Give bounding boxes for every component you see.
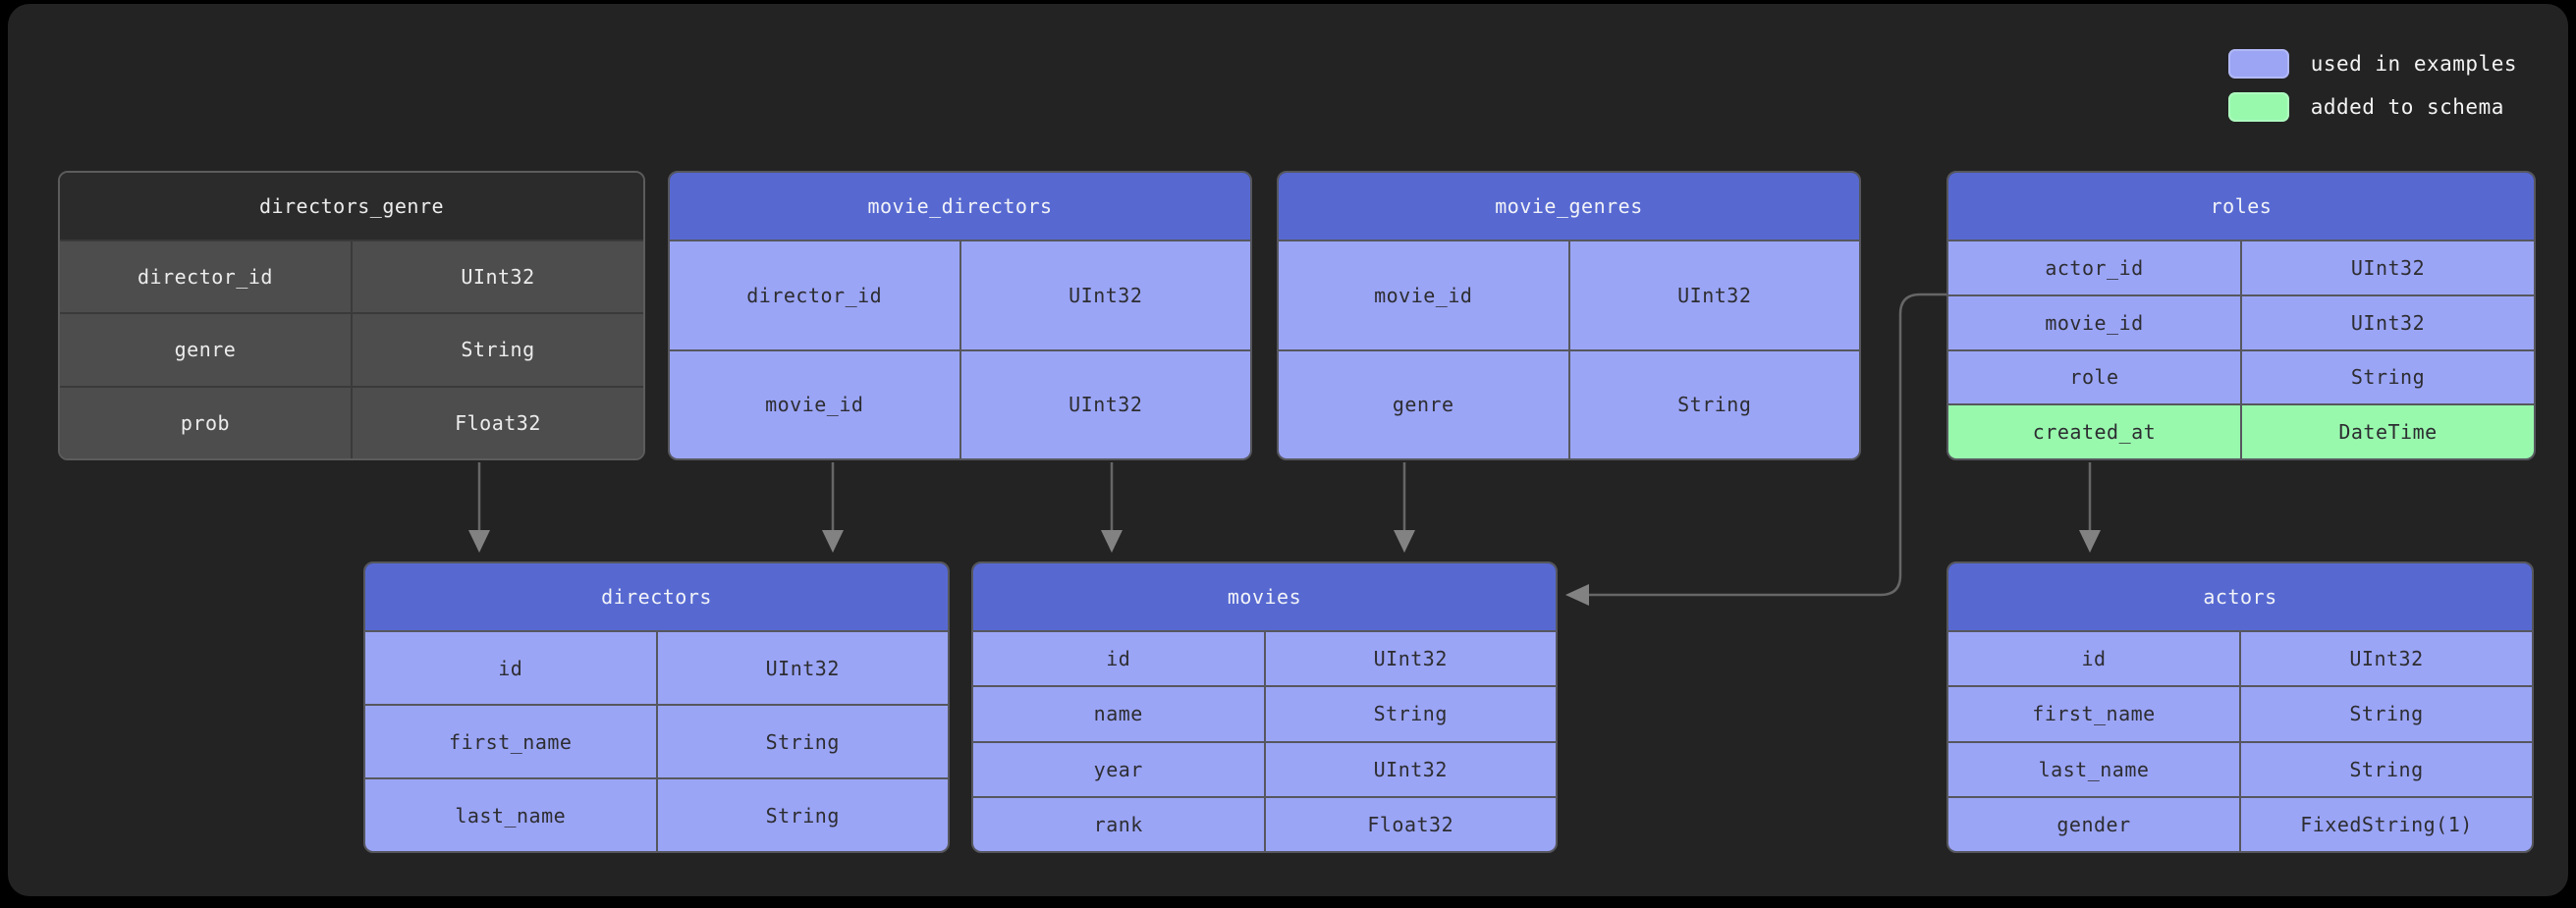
- column-row-director_id: director_id UInt32: [60, 240, 643, 313]
- column-name: id: [973, 632, 1266, 686]
- column-name: movie_id: [1279, 241, 1570, 349]
- column-name: year: [973, 742, 1266, 796]
- table-title-movies: movies: [973, 563, 1556, 630]
- column-type: UInt32: [2350, 255, 2426, 280]
- column-name: rank: [973, 797, 1266, 851]
- column-name: role: [1948, 350, 2242, 404]
- arrow-movie_genres-to-movies: [1394, 462, 1415, 553]
- column-type: UInt32: [1677, 283, 1752, 307]
- legend-label: used in examples: [2310, 52, 2517, 76]
- column-type: UInt32: [2349, 647, 2424, 671]
- column-type: String: [765, 803, 840, 828]
- column-row-director_id: director_id UInt32: [670, 240, 1250, 349]
- legend-item-used-in-examples: used in examples: [2227, 49, 2517, 79]
- column-name: director_id: [670, 241, 961, 349]
- table-title-roles: roles: [1948, 173, 2534, 240]
- column-type: UInt32: [2350, 310, 2426, 335]
- column-row-year: year UInt32: [973, 740, 1556, 796]
- column-row-actor_id: actor_id UInt32: [1948, 240, 2534, 294]
- column-name: id: [1948, 632, 2241, 686]
- column-row-rank: rank Float32: [973, 795, 1556, 851]
- column-type: String: [1373, 702, 1448, 726]
- column-type: UInt32: [1373, 647, 1448, 671]
- legend-swatch-used-in-examples: [2227, 49, 2289, 79]
- column-name: last_name: [365, 779, 658, 851]
- column-type: String: [2349, 757, 2424, 781]
- column-name: prob: [60, 387, 353, 458]
- column-row-last_name: last_name String: [365, 777, 948, 851]
- column-name: genre: [1279, 350, 1570, 458]
- column-row-id: id UInt32: [973, 630, 1556, 686]
- column-name: created_at: [1948, 405, 2242, 458]
- column-type: UInt32: [461, 265, 535, 290]
- arrow-roles-to-actors: [2079, 462, 2101, 553]
- column-row-genre: genre String: [60, 312, 643, 386]
- table-title-actors: actors: [1948, 563, 2532, 630]
- table-title-movie_genres: movie_genres: [1279, 173, 1859, 240]
- column-type: String: [1677, 393, 1752, 417]
- arrow-movie_directors-to-movies: [1101, 462, 1123, 553]
- column-row-name: name String: [973, 685, 1556, 741]
- arrow-directors_genre-to-directors: [468, 462, 490, 553]
- column-type: UInt32: [765, 656, 840, 680]
- column-row-id: id UInt32: [1948, 630, 2532, 686]
- legend: used in examples added to schema: [2227, 49, 2517, 122]
- column-type: UInt32: [1069, 283, 1143, 307]
- column-name: first_name: [365, 706, 658, 777]
- column-name: last_name: [1948, 742, 2241, 796]
- column-row-first_name: first_name String: [1948, 685, 2532, 741]
- column-type: Float32: [455, 410, 541, 435]
- column-type: FixedString(1): [2300, 812, 2473, 836]
- column-row-movie_id: movie_id UInt32: [670, 348, 1250, 458]
- column-type: String: [2350, 365, 2426, 390]
- column-type: UInt32: [1373, 757, 1448, 781]
- column-type: UInt32: [1069, 393, 1143, 417]
- column-type: String: [765, 729, 840, 754]
- legend-label: added to schema: [2310, 95, 2504, 119]
- legend-swatch-added-to-schema: [2227, 92, 2289, 122]
- column-row-movie_id: movie_id UInt32: [1948, 294, 2534, 349]
- table-title-directors: directors: [365, 563, 948, 630]
- column-row-gender: gender FixedString(1): [1948, 795, 2532, 851]
- arrow-movie_directors-to-directors: [822, 462, 844, 553]
- column-type: DateTime: [2338, 420, 2438, 445]
- column-name: gender: [1948, 797, 2241, 851]
- column-row-last_name: last_name String: [1948, 740, 2532, 796]
- column-name: name: [973, 687, 1266, 741]
- column-type: String: [461, 338, 535, 362]
- column-row-id: id UInt32: [365, 630, 948, 704]
- table-title-directors_genre: directors_genre: [60, 173, 643, 240]
- column-row-genre: genre String: [1279, 348, 1859, 458]
- column-name: movie_id: [1948, 295, 2242, 349]
- column-name: director_id: [60, 241, 353, 313]
- column-name: first_name: [1948, 687, 2241, 741]
- column-row-movie_id: movie_id UInt32: [1279, 240, 1859, 349]
- column-row-role: role String: [1948, 348, 2534, 404]
- column-name: id: [365, 632, 658, 704]
- column-name: movie_id: [670, 350, 961, 458]
- legend-item-added-to-schema: added to schema: [2227, 92, 2517, 122]
- column-name: genre: [60, 314, 353, 386]
- column-row-first_name: first_name String: [365, 704, 948, 777]
- table-title-movie_directors: movie_directors: [670, 173, 1250, 240]
- column-row-created_at: created_at DateTime: [1948, 403, 2534, 458]
- column-row-prob: prob Float32: [60, 385, 643, 458]
- column-type: String: [2349, 702, 2424, 726]
- diagram-panel: used in examples added to schema directo…: [8, 4, 2568, 896]
- column-name: actor_id: [1948, 241, 2242, 294]
- column-type: Float32: [1367, 812, 1454, 836]
